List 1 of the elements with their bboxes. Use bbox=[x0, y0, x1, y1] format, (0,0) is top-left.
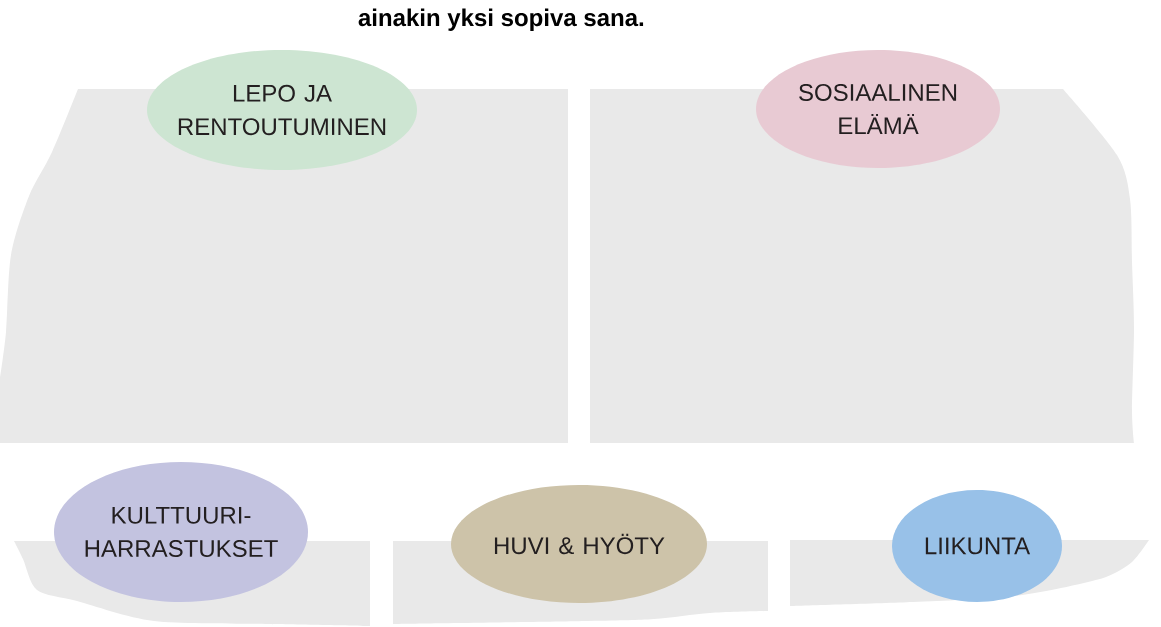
instruction-text: ainakin yksi sopiva sana. bbox=[358, 8, 644, 31]
